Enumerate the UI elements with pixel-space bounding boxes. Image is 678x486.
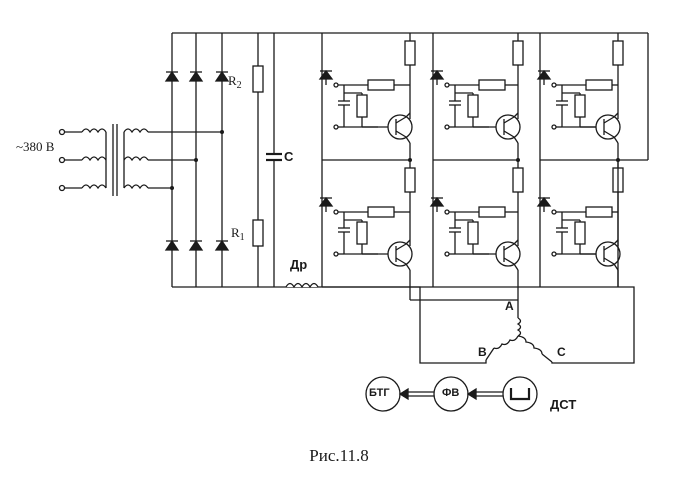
dst-label: ДСТ bbox=[550, 397, 577, 412]
motor-winding bbox=[322, 160, 635, 364]
transistor-switch-cell bbox=[536, 160, 624, 287]
supply-terminal bbox=[58, 156, 66, 164]
transistor-switch-cell bbox=[536, 33, 624, 160]
transistor-switch-cell bbox=[429, 160, 524, 287]
resistor-r1 bbox=[252, 219, 264, 247]
fv-label: ФВ bbox=[442, 387, 460, 399]
sensor-chain bbox=[365, 376, 538, 412]
r2-label: R2 bbox=[228, 73, 242, 91]
supply-terminal bbox=[58, 184, 66, 192]
choke-label: Др bbox=[290, 257, 308, 272]
voltage-divider bbox=[252, 33, 264, 287]
diode-bridge bbox=[164, 33, 230, 287]
phase-c-label: C bbox=[557, 345, 566, 359]
inverter-switches bbox=[318, 33, 624, 287]
phase-b-label: B bbox=[478, 345, 487, 359]
supply-voltage-label: ~380 В bbox=[16, 139, 55, 154]
dst-circle bbox=[502, 376, 538, 412]
r1-label: R1 bbox=[231, 225, 245, 243]
phase-a-label: A bbox=[505, 299, 514, 313]
btg-label: БТГ bbox=[369, 387, 390, 399]
transistor-switch-cell bbox=[318, 160, 416, 287]
figure-caption: Рис.11.8 bbox=[309, 446, 369, 465]
capacitor-label: C bbox=[284, 149, 294, 164]
transistor-switch-cell bbox=[429, 33, 524, 160]
capacitor-c bbox=[266, 33, 282, 287]
supply-transformer bbox=[58, 124, 224, 196]
supply-terminal bbox=[58, 128, 66, 136]
transistor-switch-cell bbox=[318, 33, 416, 160]
choke-dr bbox=[285, 282, 319, 289]
resistor-r2 bbox=[252, 65, 264, 93]
